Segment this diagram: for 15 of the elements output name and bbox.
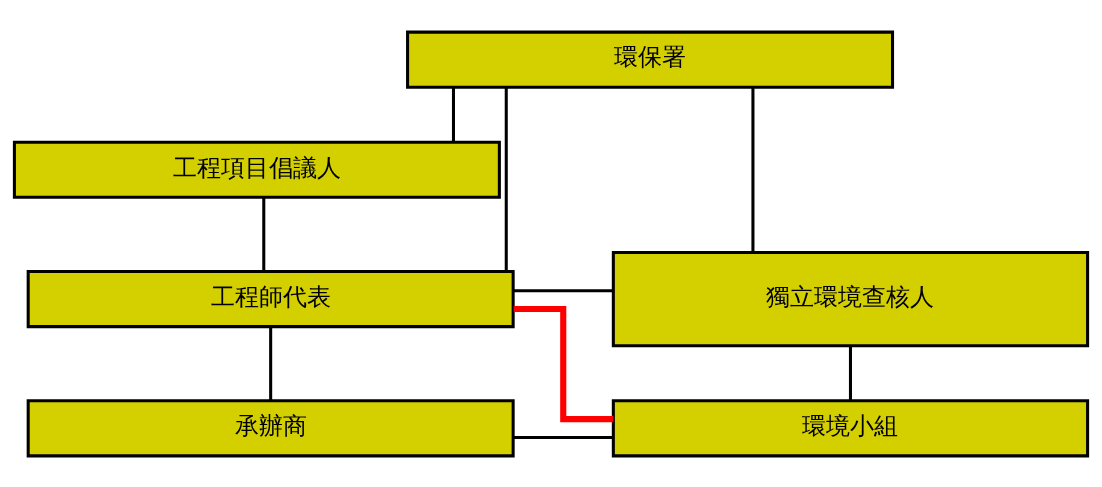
connector: [269, 326, 273, 401]
connector: [513, 435, 614, 439]
node-box: 承辦商: [26, 398, 515, 457]
node-box: 獨立環境查核人: [611, 250, 1090, 347]
connector: [751, 87, 755, 252]
node-box: 環保署: [406, 30, 895, 89]
connector: [848, 345, 852, 400]
node-box: 工程師代表: [26, 269, 515, 328]
connector: [262, 197, 266, 271]
connector: [451, 86, 455, 142]
node-box: 工程項目倡議人: [12, 140, 501, 199]
connector: [513, 288, 614, 292]
connector: [504, 87, 508, 271]
node-box: 環境小組: [611, 398, 1090, 457]
connector: [513, 305, 614, 422]
